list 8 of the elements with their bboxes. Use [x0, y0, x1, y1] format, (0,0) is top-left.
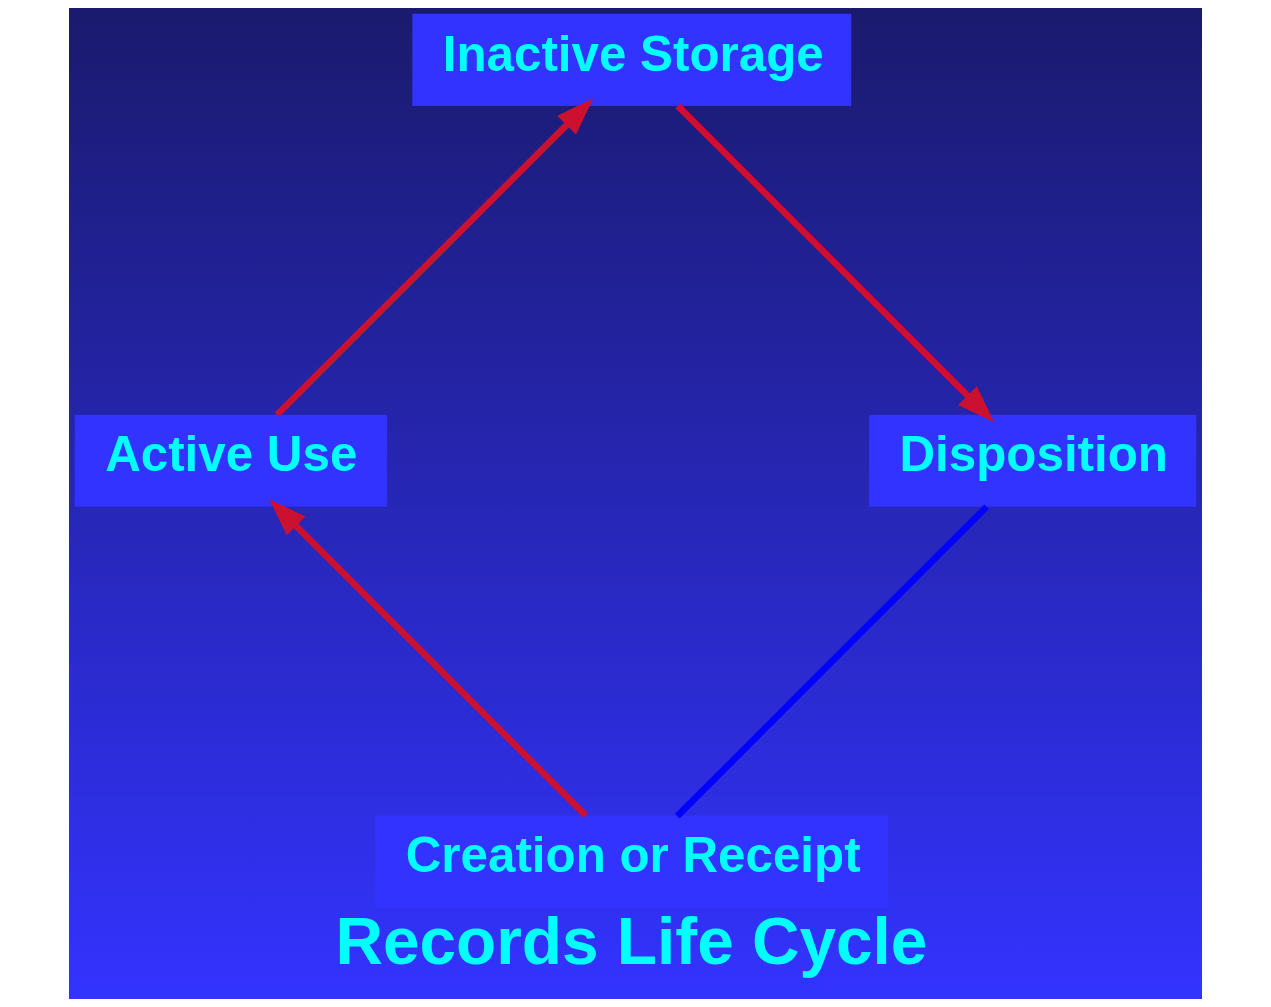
node-box: Active Use	[74, 414, 388, 507]
connector	[674, 504, 989, 819]
arrow	[269, 499, 589, 818]
arrow	[675, 103, 995, 423]
arrow	[274, 98, 594, 418]
node-box: Inactive Storage	[412, 13, 852, 106]
node-box: Creation or Receipt	[375, 815, 889, 908]
node-box: Disposition	[869, 414, 1197, 507]
